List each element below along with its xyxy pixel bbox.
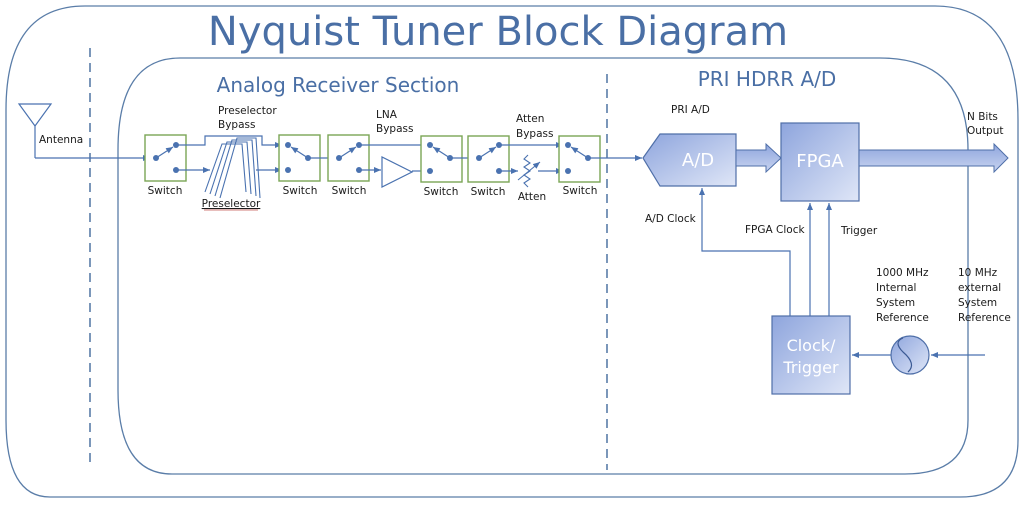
preselector-bypass-label-2: Bypass: [218, 119, 255, 131]
preselector-label: Preselector: [202, 198, 261, 210]
switch-5: [467, 135, 510, 183]
ad-to-fpga-bus-arrow: [735, 142, 782, 174]
fpga-clock-label: FPGA Clock: [745, 224, 805, 236]
lna-amplifier-icon: [381, 156, 414, 188]
section-title-analog: Analog Receiver Section: [217, 73, 460, 97]
clock-trigger-block: [771, 315, 851, 395]
preselector-bypass-label: Preselector: [218, 105, 277, 117]
svg-text:external: external: [958, 282, 1001, 294]
svg-text:10 MHz: 10 MHz: [958, 267, 998, 279]
atten-bypass-label: Atten: [516, 113, 544, 125]
switch-4-label: Switch: [424, 186, 459, 198]
switch-3: [327, 134, 370, 182]
svg-text:Reference: Reference: [876, 312, 929, 324]
trigger-label: Trigger: [840, 225, 878, 237]
internal-reference-label: 1000 MHz Internal System Reference: [876, 267, 929, 324]
switch-5-label: Switch: [471, 186, 506, 198]
clock-trigger-label-2: Trigger: [782, 358, 839, 377]
atten-bypass-label-2: Bypass: [516, 128, 553, 140]
external-reference-label: 10 MHz external System Reference: [958, 267, 1011, 324]
fpga-block-label: FPGA: [796, 151, 844, 172]
output-label: N Bits: [967, 111, 998, 123]
oscillator-icon: [890, 335, 930, 375]
svg-text:System: System: [958, 297, 997, 309]
svg-text:System: System: [876, 297, 915, 309]
switch-6: [558, 135, 601, 183]
inner-frame: [117, 57, 969, 475]
attenuator-icon: [517, 154, 541, 188]
preselector-filter-icon: [204, 137, 261, 199]
ad-block-label: A/D: [682, 150, 714, 171]
switch-2-label: Switch: [283, 185, 318, 197]
antenna-label: Antenna: [39, 134, 83, 146]
ad-clock-wire: [699, 188, 791, 316]
switch-3-label: Switch: [332, 185, 367, 197]
fpga-block: [780, 122, 860, 202]
switch-1-label: Switch: [148, 185, 183, 197]
svg-text:1000 MHz: 1000 MHz: [876, 267, 929, 279]
preselector-bypass-wire: [176, 135, 282, 148]
lna-bypass-label: LNA: [376, 109, 398, 121]
ad-clock-label: A/D Clock: [645, 213, 697, 225]
pri-ad-label: PRI A/D: [671, 104, 710, 116]
antenna-icon: [17, 103, 53, 158]
switch-1: [144, 134, 187, 182]
clock-trigger-label: Clock/: [787, 336, 836, 355]
switch-6-label: Switch: [563, 185, 598, 197]
svg-text:Internal: Internal: [876, 282, 916, 294]
output-label-2: Output: [967, 125, 1003, 137]
diagram-title: Nyquist Tuner Block Diagram: [208, 9, 788, 55]
switch-4: [420, 135, 463, 183]
section-title-adc: PRI HDRR A/D: [698, 67, 837, 91]
atten-label: Atten: [518, 191, 546, 203]
lna-bypass-label-2: Bypass: [376, 123, 413, 135]
outer-frame: [5, 5, 1019, 498]
svg-text:Reference: Reference: [958, 312, 1011, 324]
output-bus-arrow: [858, 142, 1009, 174]
